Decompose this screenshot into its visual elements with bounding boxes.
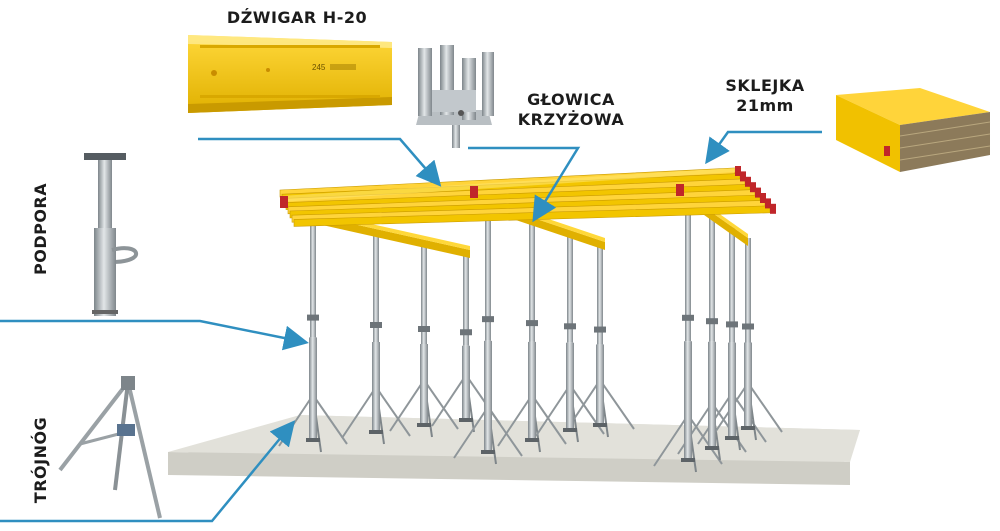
- tripod-leg: [497, 394, 533, 447]
- tripod-leg: [531, 394, 567, 445]
- beam-deck: [279, 167, 771, 227]
- prop-nut: [564, 323, 576, 330]
- prop-nut: [742, 323, 754, 330]
- prop-outer-tube: [420, 344, 428, 425]
- tripod-product-image: [58, 376, 162, 519]
- tripod-leg: [453, 406, 489, 459]
- beam-clamp: [280, 196, 288, 208]
- prop-base-plate: [725, 436, 739, 440]
- tripod-leg: [535, 384, 571, 437]
- deck-highlight: [280, 168, 735, 202]
- beam-clamp: [740, 171, 746, 182]
- prop-inner-tube: [567, 236, 573, 343]
- prop-base-plate: [306, 438, 320, 442]
- prop-outer-tube: [684, 341, 692, 460]
- prop-base-plate: [593, 423, 607, 427]
- prop-base-plate: [525, 438, 539, 442]
- prop-outer-tube: [566, 342, 574, 430]
- beam-clamp: [755, 187, 761, 198]
- prop-base-plate: [563, 428, 577, 432]
- beam-clamp: [750, 182, 756, 193]
- prop-base-plate: [741, 426, 755, 430]
- prop-base-plate: [481, 450, 495, 454]
- tripod-leg: [599, 379, 635, 430]
- prop-inner-tube: [729, 226, 735, 343]
- cross-head-product-image: [416, 45, 494, 148]
- props-layer: [306, 196, 755, 462]
- prop-product-image: [84, 153, 138, 316]
- prop-outer-tube: [708, 341, 716, 448]
- prop-outer-tube: [596, 344, 604, 425]
- prop-inner-tube: [310, 212, 316, 338]
- prop-inner-tube: [709, 212, 715, 342]
- prop-inner-tube: [485, 205, 491, 341]
- prop-inner-tube: [463, 255, 469, 346]
- prop-nut: [460, 329, 472, 336]
- tripod-leg: [312, 394, 348, 445]
- tripod-leg: [423, 379, 459, 430]
- prop-nut: [682, 314, 694, 321]
- tripod-leg: [431, 374, 467, 427]
- prop-inner-tube: [421, 245, 427, 344]
- prop-outer-tube: [744, 342, 752, 428]
- beam-product-image: 245: [188, 35, 392, 113]
- prop-nut: [482, 316, 494, 323]
- prop-inner-tube: [597, 246, 603, 345]
- prop-nut: [706, 318, 718, 325]
- beam-clamp: [470, 186, 478, 198]
- prop-outer-tube: [309, 337, 317, 440]
- beam-end-clamps: [280, 166, 776, 214]
- tripods-layer: [278, 374, 783, 473]
- label-prop: PODPORA: [31, 182, 50, 275]
- label-tripod: TRÓJNÓG: [31, 416, 50, 504]
- beam-clamp: [765, 198, 771, 209]
- prop-nut: [526, 320, 538, 327]
- tripod-leg: [375, 386, 411, 437]
- tripod-leg: [487, 406, 523, 457]
- prop-nut: [307, 314, 319, 321]
- prop-outer-tube: [728, 342, 736, 438]
- beam-clamp: [760, 193, 766, 203]
- prop-base-plate: [369, 430, 383, 434]
- label-plywood: SKLEJKA 21mm: [725, 76, 805, 115]
- prop-nut: [726, 321, 738, 328]
- pointer-lines: [0, 130, 822, 523]
- prop-base-plate: [705, 446, 719, 450]
- prop-outer-tube: [484, 340, 492, 452]
- prop-inner-tube: [373, 232, 379, 342]
- plywood-product-image: [836, 88, 991, 172]
- prop-inner-tube: [529, 222, 535, 342]
- tripod-leg: [341, 386, 377, 439]
- prop-base-plate: [681, 458, 695, 462]
- prop-nut: [418, 326, 430, 332]
- tripod-leg: [653, 414, 689, 467]
- beam-clamp: [676, 184, 684, 196]
- label-cross-head: GŁOWICA KRZYŻOWA: [517, 90, 625, 129]
- prop-base-plate: [417, 423, 431, 427]
- prop-nut: [594, 326, 606, 333]
- beam-clamp: [735, 166, 741, 176]
- prop-base-plate: [459, 418, 473, 422]
- prop-inner-tube: [745, 238, 751, 343]
- prop-nut: [370, 322, 382, 328]
- tripod-leg: [747, 382, 783, 433]
- tripod-leg: [687, 414, 723, 465]
- prop-outer-tube: [528, 341, 536, 440]
- prop-outer-tube: [462, 345, 470, 420]
- tripod-leg: [677, 402, 713, 455]
- beam-clamp: [770, 203, 776, 214]
- prop-inner-tube: [685, 196, 691, 342]
- beam-marking: 245: [312, 63, 326, 72]
- tripod-leg: [389, 379, 425, 432]
- prop-outer-tube: [372, 342, 380, 432]
- label-beam: DŹWIGAR H-20: [226, 8, 368, 27]
- beam-clamp: [745, 176, 751, 187]
